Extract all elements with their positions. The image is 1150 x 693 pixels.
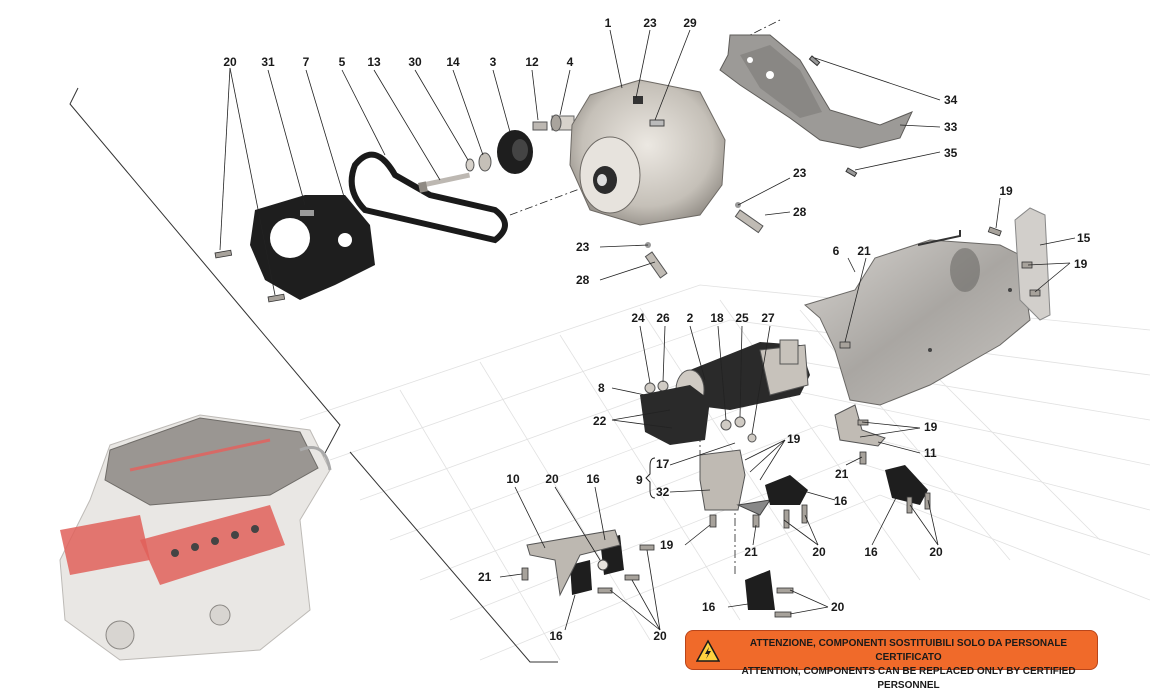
mount-bracket-part [526, 529, 621, 597]
callout-label: 23 [793, 166, 807, 180]
callout-label: 3 [489, 55, 497, 69]
heat-shield-part [803, 230, 1031, 406]
callout-label: 2 [686, 311, 694, 325]
callout-label: 35 [944, 146, 958, 160]
callout-label: 21 [835, 467, 849, 481]
callout-label: 18 [710, 311, 724, 325]
callout-label: 26 [656, 311, 670, 325]
starter-motor-part [675, 339, 810, 411]
callout-label: 17 [656, 457, 670, 471]
alternator-part [569, 79, 726, 226]
engine-vignette [59, 414, 332, 661]
callout-label: 20 [223, 55, 237, 69]
nut-part [532, 121, 548, 131]
callout-label: 20 [929, 545, 943, 559]
callout-label: 28 [793, 205, 807, 219]
callout-label: 16 [549, 629, 563, 643]
callout-label: 23 [643, 16, 657, 30]
rubber-mounts [570, 465, 928, 610]
callout-label: 20 [831, 600, 845, 614]
callout-label: 21 [744, 545, 758, 559]
warning-triangle-icon [696, 639, 720, 662]
callout-label: 19 [999, 184, 1013, 198]
callout-label: 19 [924, 420, 938, 434]
callout-leaders [219, 29, 1076, 631]
callout-label: 28 [576, 273, 590, 287]
callout-label: 12 [525, 55, 539, 69]
starter-bracket-part [640, 385, 710, 445]
callout-label: 33 [944, 120, 958, 134]
callout-label: 1 [604, 16, 612, 30]
callout-label: 19 [660, 538, 674, 552]
callout-label: 8 [598, 381, 605, 395]
bracket-part [834, 404, 886, 447]
timing-cover-part [250, 195, 375, 300]
callout-label: 5 [338, 55, 346, 69]
certified-personnel-warning: ATTENZIONE, COMPONENTI SOSTITUIBILI SOLO… [685, 630, 1098, 691]
pulley-part [497, 130, 533, 174]
callout-label: 19 [787, 432, 801, 446]
callout-label: 6 [832, 244, 840, 258]
warning-text-italian: ATTENZIONE, COMPONENTI SOSTITUIBILI SOLO… [749, 638, 1068, 663]
callout-label: 9 [636, 473, 643, 487]
washer-part [465, 158, 475, 172]
alternator-bolts [644, 202, 764, 279]
callout-label: 15 [1077, 231, 1091, 245]
callout-label: 29 [683, 16, 697, 30]
callout-label: 19 [1074, 257, 1088, 271]
drive-belt-part [348, 151, 508, 244]
callout-label: 14 [446, 55, 460, 69]
washer-part [478, 152, 492, 172]
callout-label: 7 [302, 55, 310, 69]
shield-plate-part [1014, 207, 1051, 321]
shaft-part [550, 114, 575, 132]
callout-label: 11 [924, 446, 937, 460]
callout-label: 21 [478, 570, 492, 584]
callout-label: 16 [586, 472, 600, 486]
engine-mount-bracket [699, 449, 772, 516]
heat-deflector-part [719, 34, 913, 149]
bracket-brace [645, 457, 656, 499]
callout-label: 23 [576, 240, 590, 254]
callout-label: 16 [834, 494, 848, 508]
callout-label: 16 [702, 600, 716, 614]
callout-label: 4 [566, 55, 574, 69]
warning-text-english: ATTENTION, COMPONENTS CAN BE REPLACED ON… [741, 666, 1076, 691]
callout-label: 24 [631, 311, 645, 325]
callout-label: 34 [944, 93, 958, 107]
callout-label: 13 [367, 55, 381, 69]
callout-label: 20 [653, 629, 667, 643]
callout-label: 20 [545, 472, 559, 486]
callout-label: 32 [656, 485, 670, 499]
callout-label: 10 [506, 472, 520, 486]
callout-label: 30 [408, 55, 422, 69]
callout-label: 31 [261, 55, 275, 69]
callout-label: 20 [812, 545, 826, 559]
callout-label: 22 [593, 414, 607, 428]
callout-label: 16 [864, 545, 878, 559]
callout-label: 27 [761, 311, 775, 325]
callout-label: 25 [735, 311, 749, 325]
callout-label: 21 [857, 244, 871, 258]
long-bolt-part [418, 172, 471, 193]
